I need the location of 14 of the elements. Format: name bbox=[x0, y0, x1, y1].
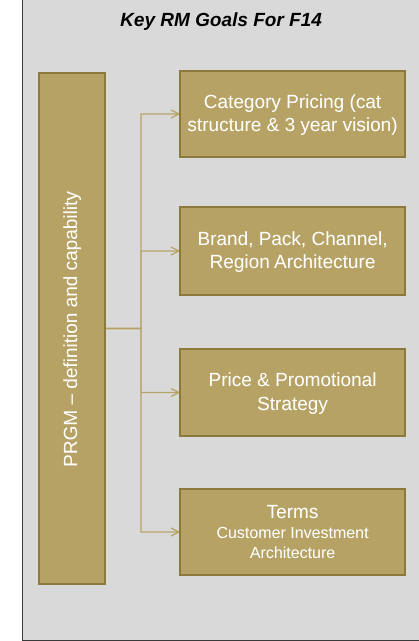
connector-arrow bbox=[106, 328, 180, 537]
goal-box bbox=[179, 70, 406, 158]
box-label: Terms bbox=[266, 500, 318, 524]
box-label: Brand, Pack, Channel, Region Architecture bbox=[196, 228, 389, 274]
goal-box bbox=[38, 72, 106, 585]
goal-box bbox=[179, 206, 406, 296]
goal-box bbox=[179, 348, 406, 437]
panel-title: Key RM Goals For F14 bbox=[119, 10, 323, 32]
box-label: Price & Promotional Strategy bbox=[208, 369, 378, 416]
box-label: Customer Investment Architecture bbox=[215, 524, 370, 564]
goal-box bbox=[179, 488, 406, 576]
box-label: Category Pricing (cat structure & 3 year vision) bbox=[187, 90, 398, 138]
box-label: PRGM – definition and capability bbox=[61, 190, 83, 468]
panel-background bbox=[22, 0, 419, 641]
